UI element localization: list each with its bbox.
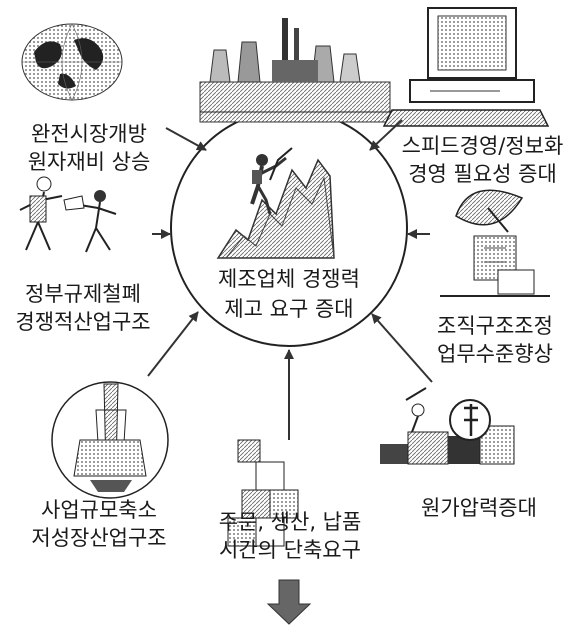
satellite-dish-icon	[440, 189, 550, 297]
center-line-1: 제조업체 경쟁력	[218, 267, 360, 291]
factor-bottom-right: 원가압력증대	[404, 494, 554, 522]
factor-top-right-line-2: 경영 필요성 증대	[408, 162, 557, 186]
arrow-top-left	[165, 127, 207, 151]
down-arrow-icon	[266, 579, 312, 625]
mountain-climber-icon	[216, 147, 335, 259]
factor-top-right: 스피드경영/정보화 경영 필요성 증대	[390, 132, 575, 188]
center-line-2: 제고 요구 증대	[224, 297, 354, 321]
factor-bottom-right-line-1: 원가압력증대	[421, 496, 537, 520]
factor-top-left: 완전시장개방 원자재비 상승	[14, 120, 164, 176]
factor-bottom-center-line-2: 시간의 단축요구	[219, 538, 361, 562]
factor-bottom-left: 사업규모축소 저성장산업구조	[14, 496, 184, 552]
factor-bottom-center-line-1: 주문, 생산, 납품	[218, 510, 362, 534]
globe-icon	[21, 23, 123, 101]
skyscraper-icon	[51, 381, 169, 499]
factory-icon	[199, 18, 391, 123]
factor-top-right-line-1: 스피드경영/정보화	[401, 134, 564, 158]
money-figure-icon	[380, 387, 515, 465]
factor-bottom-left-line-2: 저성장산업구조	[31, 526, 167, 550]
factor-mid-right-line-2: 업무수준향상	[437, 342, 553, 366]
center-text: 제조업체 경쟁력 제고 요구 증대	[204, 264, 374, 324]
arrow-top-right	[369, 119, 403, 151]
blocks-icon	[227, 439, 299, 547]
arrow-bottom-right	[371, 313, 433, 383]
factor-mid-left: 정부규제철폐 경쟁적산업구조	[8, 280, 158, 336]
factor-top-left-line-1: 완전시장개방	[31, 122, 147, 146]
factor-mid-right: 조직구조조정 업무수준향상	[420, 312, 570, 368]
computer-icon	[382, 7, 550, 127]
factor-mid-right-line-1: 조직구조조정	[437, 314, 553, 338]
business-people-icon	[19, 176, 117, 253]
factor-bottom-left-line-1: 사업규모축소	[41, 498, 157, 522]
factor-top-left-line-2: 원자재비 상승	[27, 150, 151, 174]
arrow-bottom-left	[147, 311, 199, 377]
factor-bottom-center: 주문, 생산, 납품 시간의 단축요구	[200, 508, 380, 564]
factor-mid-left-line-2: 경쟁적산업구조	[15, 310, 151, 334]
factor-mid-left-line-1: 정부규제철폐	[25, 282, 141, 306]
